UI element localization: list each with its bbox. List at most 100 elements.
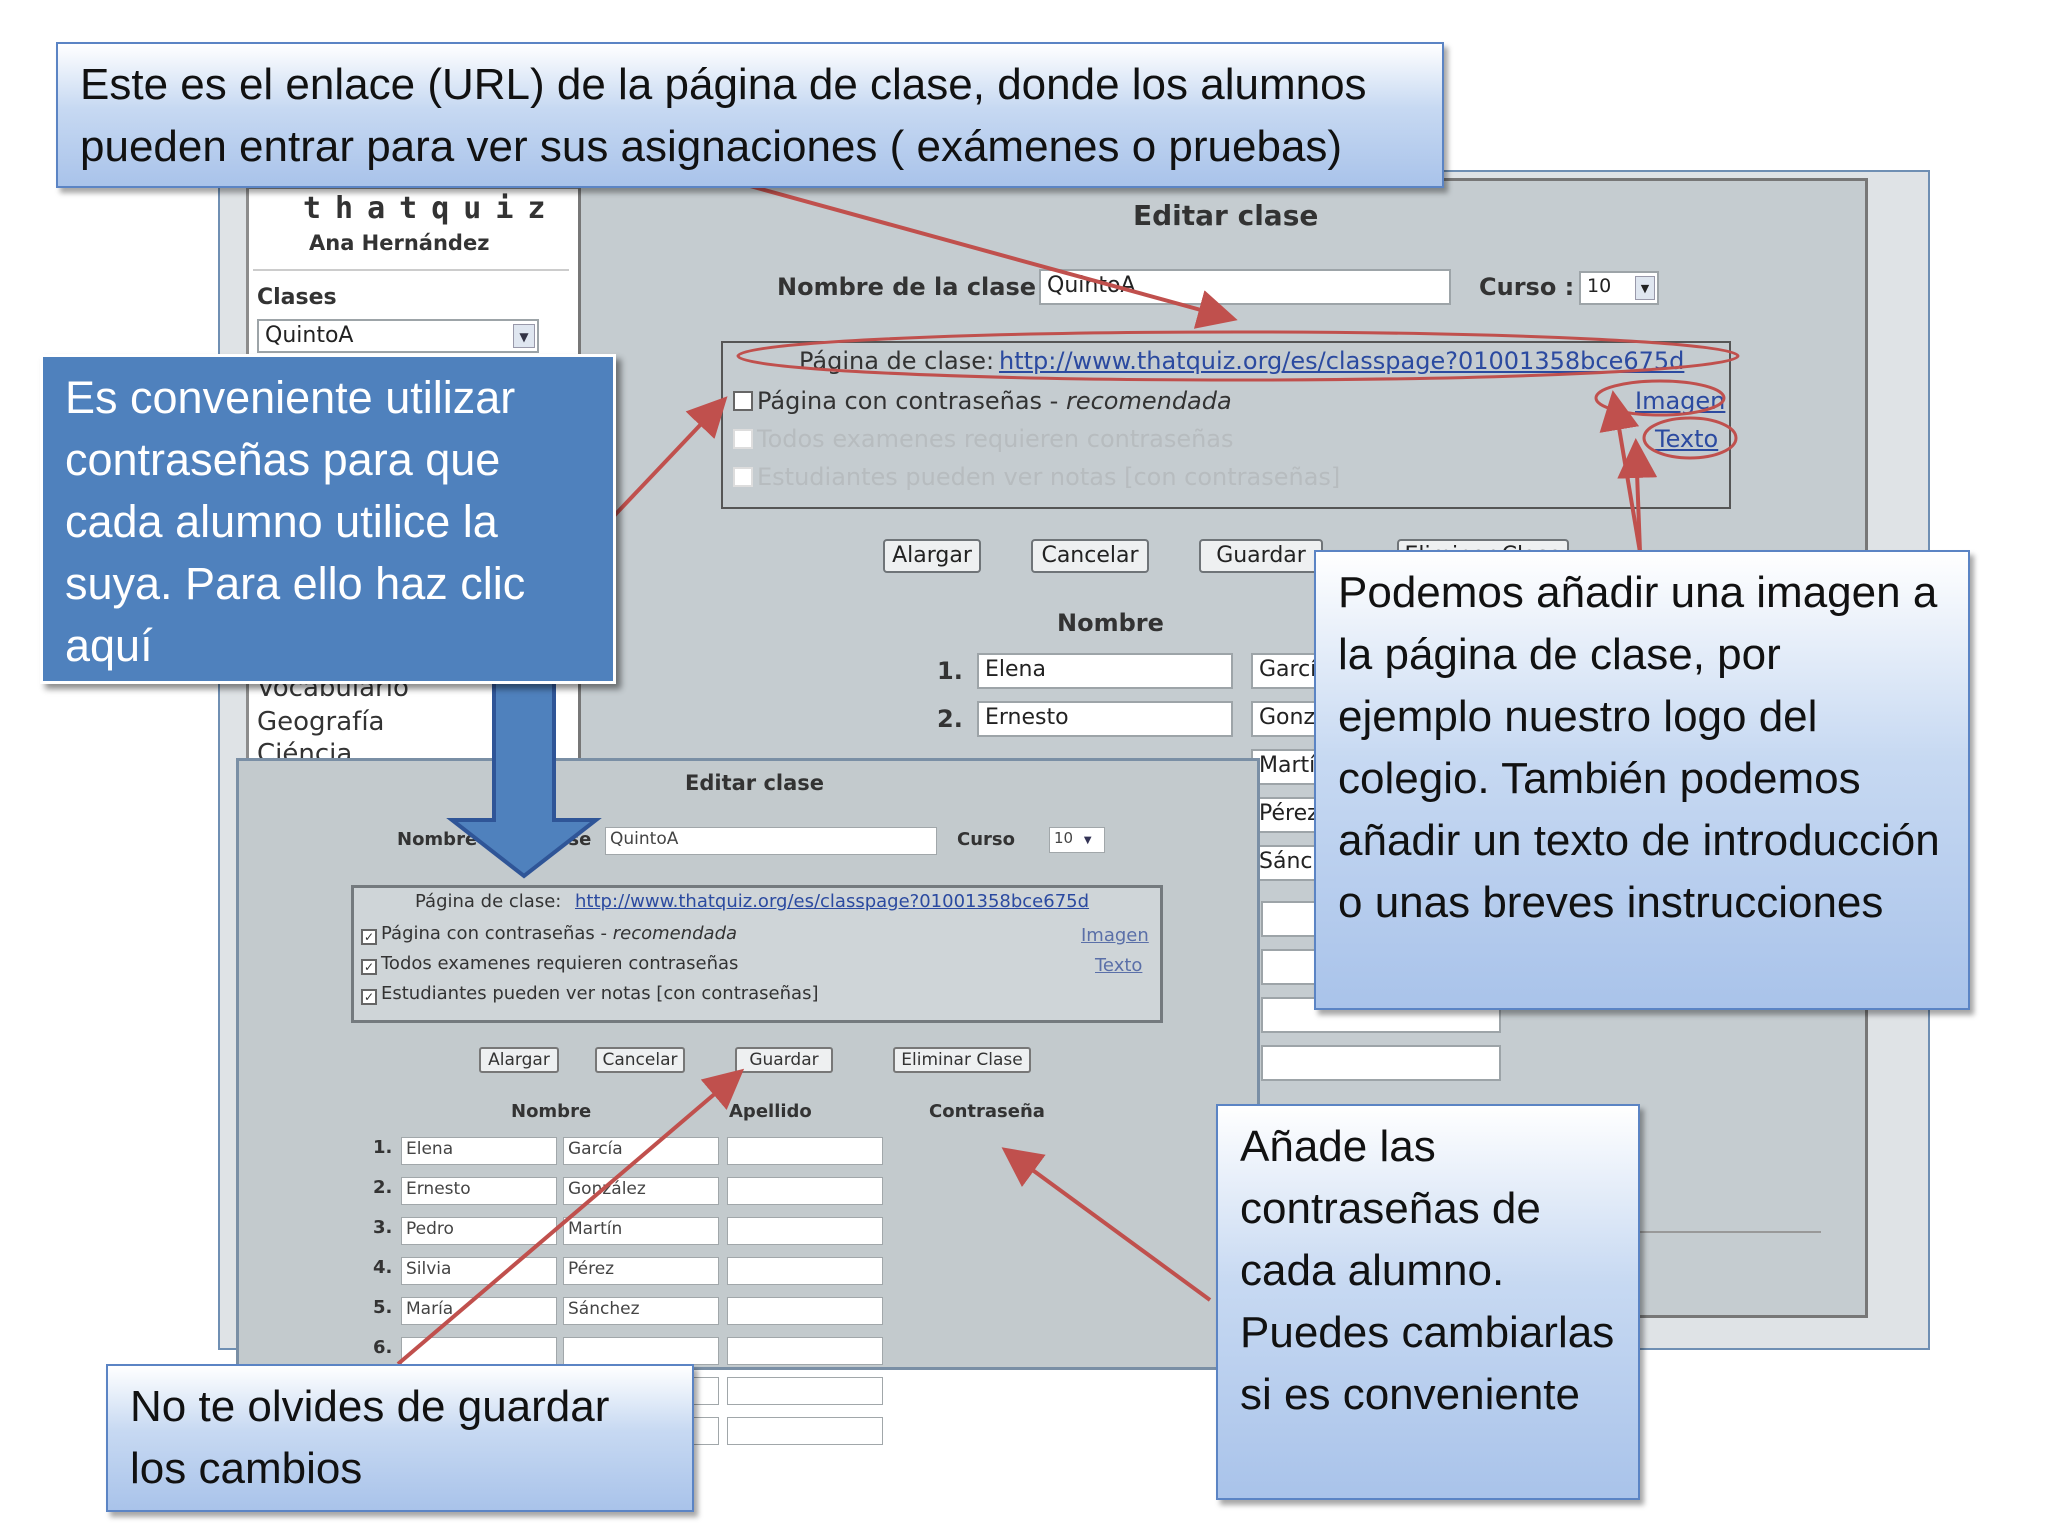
row-number: 1. [937, 657, 963, 685]
surname-input[interactable] [1261, 1045, 1501, 1081]
surname-input[interactable]: Sánchez [563, 1297, 719, 1325]
password-input[interactable] [727, 1177, 883, 1205]
sidebar-divider [253, 269, 569, 271]
save-button-arrow [396, 1068, 745, 1366]
class-select[interactable]: QuintoA ▼ [257, 319, 539, 353]
name-input[interactable]: Pedro [401, 1217, 557, 1245]
chevron-down-icon[interactable]: ▼ [1635, 276, 1655, 300]
students-checkbox-checked[interactable]: ✓ [361, 989, 377, 1005]
password-input[interactable] [727, 1337, 883, 1365]
row-number: 4. [373, 1257, 393, 1278]
chevron-down-icon[interactable]: ▼ [1083, 835, 1092, 846]
password-input[interactable] [727, 1417, 883, 1445]
column-name-header: Nombre [1057, 609, 1164, 637]
name-input[interactable]: Ernesto [401, 1177, 557, 1205]
classes-label: Clases [257, 285, 337, 310]
name-input[interactable]: Silvia [401, 1257, 557, 1285]
class-page-box [351, 885, 1163, 1023]
cancel-button[interactable]: Cancelar [595, 1047, 685, 1073]
user-name: Ana Hernández [309, 231, 490, 255]
text-link[interactable]: Texto [1655, 425, 1719, 453]
class-page-url-link[interactable]: http://www.thatquiz.org/es/classpage?010… [575, 891, 1090, 912]
column-surname-header: Apellido [729, 1101, 812, 1122]
password-column-arrow [1001, 1147, 1212, 1302]
page-title: Editar clase [1133, 199, 1319, 232]
row-number: 1. [373, 1137, 393, 1158]
column-password-header: Contraseña [929, 1101, 1045, 1122]
option-all-exams: Todos examenes requieren contraseñas [733, 425, 1234, 453]
image-link[interactable]: Imagen [1635, 387, 1726, 415]
name-input[interactable]: Ernesto [977, 701, 1233, 737]
thatquiz-logo: thatquiz [303, 191, 560, 226]
class-name-label: Nombre de la clase : [777, 273, 1054, 301]
option-passwords-recommended: recomendada [1065, 387, 1232, 415]
password-input[interactable] [727, 1297, 883, 1325]
name-input[interactable]: María [401, 1297, 557, 1325]
url-callout: Este es el enlace (URL) de la página de … [56, 42, 1444, 188]
password-input[interactable] [727, 1377, 883, 1405]
text-link-ellipse [1642, 416, 1738, 460]
password-input[interactable] [727, 1137, 883, 1165]
text-callout-arrow [1617, 438, 1658, 553]
option-passwords-recommended: recomendada [612, 923, 738, 944]
password-input[interactable] [727, 1257, 883, 1285]
option-passwords-text: Página con contraseñas - [381, 923, 613, 944]
page-title: Editar clase [685, 771, 825, 795]
passwords-callout-arrow [610, 396, 728, 520]
url-highlight-ellipse [736, 330, 1740, 382]
save-reminder-callout: No te olvides de guardar los cambios [106, 1364, 694, 1512]
option-students-text: Estudiantes pueden ver notas [con contra… [757, 463, 1341, 491]
course-select-value: 10 [1054, 829, 1074, 847]
text-link[interactable]: Texto [1095, 955, 1143, 976]
class-name-input[interactable]: QuintoA [1039, 269, 1451, 305]
image-text-callout: Podemos añadir una imagen a la página de… [1314, 550, 1970, 1010]
row-number: 6. [373, 1337, 393, 1358]
chevron-down-icon[interactable]: ▼ [513, 324, 535, 348]
surname-input[interactable] [563, 1337, 719, 1365]
cancel-button[interactable]: Cancelar [1031, 539, 1149, 573]
column-name-header: Nombre [511, 1101, 592, 1122]
class-select-value: QuintoA [265, 323, 354, 348]
surname-input[interactable]: Pérez [563, 1257, 719, 1285]
surname-input[interactable]: García [563, 1137, 719, 1165]
save-button[interactable]: Guardar [1199, 539, 1323, 573]
course-label: Curso [957, 829, 1015, 850]
class-name-input[interactable]: QuintoA [605, 827, 937, 855]
sidebar-item-geografia[interactable]: Geografía [257, 707, 385, 737]
option-all-exams[interactable]: ✓Todos examenes requieren contraseñas [361, 953, 738, 975]
course-select[interactable]: 10 ▼ [1579, 271, 1659, 305]
extend-button[interactable]: Alargar [479, 1047, 559, 1073]
save-button[interactable]: Guardar [735, 1047, 833, 1073]
option-passwords[interactable]: ✓Página con contraseñas - recomendada [361, 923, 737, 945]
add-passwords-callout: Añade las contraseñas de cada alumno. Pu… [1216, 1104, 1640, 1500]
option-students-text: Estudiantes pueden ver notas [con contra… [381, 983, 819, 1004]
course-select-value: 10 [1587, 275, 1612, 297]
image-link[interactable]: Imagen [1081, 925, 1149, 946]
option-all-exams-text: Todos examenes requieren contraseñas [381, 953, 739, 974]
extend-button[interactable]: Alargar [883, 539, 981, 573]
option-passwords[interactable]: Página con contraseñas - recomendada [733, 387, 1232, 415]
option-students[interactable]: ✓Estudiantes pueden ver notas [con contr… [361, 983, 818, 1005]
course-select[interactable]: 10 ▼ [1049, 827, 1105, 853]
row-number: 2. [373, 1177, 393, 1198]
image-link-ellipse [1594, 379, 1726, 417]
url-callout-arrow [749, 184, 1238, 329]
class-page-url-link[interactable]: http://www.thatquiz.org/es/classpage?010… [999, 347, 1685, 375]
name-input[interactable]: Elena [977, 653, 1233, 689]
delete-class-button[interactable]: Eliminar Clase [893, 1047, 1031, 1073]
option-students: Estudiantes pueden ver notas [con contra… [733, 463, 1340, 491]
passwords-checkbox[interactable] [733, 391, 753, 411]
name-input[interactable]: Elena [401, 1137, 557, 1165]
class-page-label: Página de clase: [415, 891, 562, 912]
option-passwords-text: Página con contraseñas - [757, 387, 1066, 415]
option-all-exams-text: Todos examenes requieren contraseñas [757, 425, 1234, 453]
passwords-checkbox-checked[interactable]: ✓ [361, 929, 377, 945]
surname-input[interactable]: Martín [563, 1217, 719, 1245]
all-exams-checkbox-checked[interactable]: ✓ [361, 959, 377, 975]
password-input[interactable] [727, 1217, 883, 1245]
row-number: 5. [373, 1297, 393, 1318]
students-checkbox [733, 467, 753, 487]
passwords-tip-callout: Es conveniente utilizar contraseñas para… [40, 354, 616, 684]
row-number: 3. [373, 1217, 393, 1238]
